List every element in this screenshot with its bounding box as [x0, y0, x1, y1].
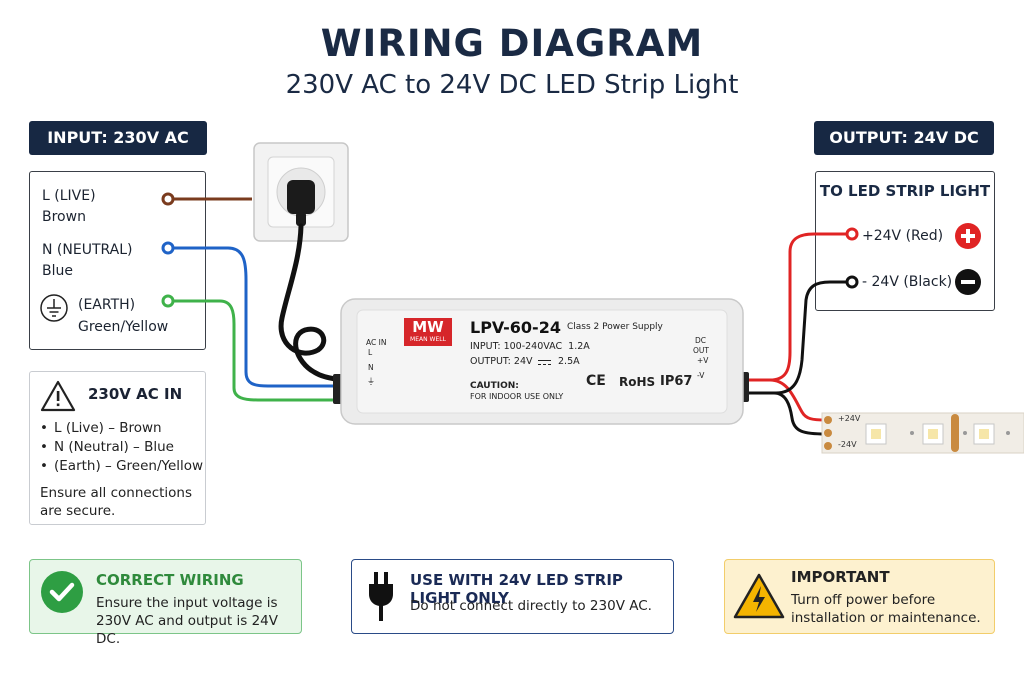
psu-caution-text: FOR INDOOR USE ONLY	[470, 392, 564, 401]
psu-earth-icon: ⏚	[367, 377, 375, 386]
page-title: WIRING DIAGRAM	[320, 22, 704, 65]
info-item: (Earth) – Green/Yellow	[38, 457, 203, 476]
info-title: 230V AC IN	[88, 385, 183, 403]
negative-terminal	[845, 275, 859, 289]
psu-minus-v: -V	[697, 371, 705, 380]
negative-wire	[749, 280, 852, 395]
live-label: L (LIVE)	[42, 188, 96, 204]
strip-negative-wire	[749, 391, 827, 436]
correct-wiring-text: Ensure the input voltage is 230V AC and …	[96, 595, 279, 647]
use-with-24v-title: USE WITH 24V LED STRIP LIGHT ONLY	[410, 571, 623, 607]
info-note: Ensure all connections are secure.	[40, 485, 193, 519]
output-terminal-box: TO LED STRIP LIGHT +24V (Red) - 24V (Bla…	[815, 171, 995, 311]
psu-brand-name: MEAN WELL	[410, 336, 446, 343]
important-text: Turn off power before installation or ma…	[791, 592, 981, 626]
psu-brand-logo: MW	[412, 318, 444, 336]
psu-acin-label: AC IN	[366, 338, 387, 347]
output-box-title: TO LED STRIP LIGHT	[819, 182, 991, 200]
power-supply	[333, 298, 749, 425]
mains-plug	[287, 180, 315, 226]
neutral-color: Blue	[42, 263, 73, 279]
psu-caution: CAUTION:	[470, 381, 519, 391]
use-with-24v-text: Do not connect directly to 230V AC.	[410, 598, 652, 614]
psu-acin-n: N	[368, 363, 374, 372]
psu-output-current: 2.5A	[558, 356, 580, 367]
plus-label: +24V (Red)	[862, 228, 944, 244]
correct-wiring-title: CORRECT WIRING	[96, 571, 244, 589]
plus-icon	[955, 223, 981, 249]
info-list: L (Live) – Brown N (Neutral) – Blue (Ear…	[38, 419, 203, 476]
use-with-24v-card: USE WITH 24V LED STRIP LIGHT ONLY Do not…	[351, 559, 674, 634]
neutral-terminal	[161, 241, 175, 255]
rohs-mark: RoHS	[619, 375, 656, 389]
ac-in-info-box: 230V AC IN L (Live) – Brown N (Neutral) …	[29, 371, 206, 525]
strip-plus-label: +24V	[838, 414, 861, 423]
ce-mark: CE	[586, 373, 606, 389]
neutral-label: N (NEUTRAL)	[42, 242, 133, 258]
plug-cable	[278, 223, 343, 383]
psu-class: Class 2 Power Supply	[567, 322, 663, 332]
strip-positive-wire	[749, 378, 827, 422]
important-card: IMPORTANT Turn off power before installa…	[724, 559, 995, 634]
input-terminal-box: L (LIVE) Brown N (NEUTRAL) Blue (EARTH) …	[29, 171, 206, 350]
info-item: N (Neutral) – Blue	[38, 438, 203, 457]
psu-model: LPV-60-24	[470, 318, 561, 337]
ip-rating: IP67	[660, 374, 693, 389]
psu-input-spec: INPUT: 100-240VAC 1.2A	[470, 341, 590, 352]
strip-minus-label: -24V	[838, 440, 857, 449]
dc-symbol-icon	[538, 360, 551, 365]
earth-color: Green/Yellow	[78, 319, 169, 335]
checkmark-icon	[41, 571, 83, 613]
earth-terminal	[161, 294, 175, 308]
neutral-wire	[168, 246, 340, 388]
psu-acin-l: L	[368, 348, 373, 357]
output-badge: OUTPUT: 24V DC	[814, 121, 994, 155]
led-strip	[821, 412, 1024, 454]
positive-terminal	[845, 227, 859, 241]
high-voltage-icon	[733, 573, 785, 619]
earth-label: (EARTH)	[78, 297, 136, 313]
live-color: Brown	[42, 209, 86, 225]
earth-icon	[40, 294, 68, 322]
minus-icon	[955, 269, 981, 295]
live-terminal	[161, 192, 175, 206]
psu-out-label: OUT	[693, 346, 709, 355]
minus-label: - 24V (Black)	[862, 274, 953, 290]
earth-wire	[168, 299, 340, 402]
input-badge: INPUT: 230V AC	[29, 121, 207, 155]
page-subtitle: 230V AC to 24V DC LED Strip Light	[285, 70, 739, 100]
warning-icon	[40, 380, 76, 412]
plug-icon	[369, 572, 393, 621]
psu-output-spec: OUTPUT: 24V	[470, 356, 533, 367]
correct-wiring-card: CORRECT WIRING Ensure the input voltage …	[29, 559, 302, 647]
psu-plus-v: +V	[697, 356, 709, 365]
important-title: IMPORTANT	[791, 568, 890, 586]
positive-wire	[749, 232, 852, 382]
psu-dc-label: DC	[695, 336, 707, 345]
info-item: L (Live) – Brown	[38, 419, 203, 438]
